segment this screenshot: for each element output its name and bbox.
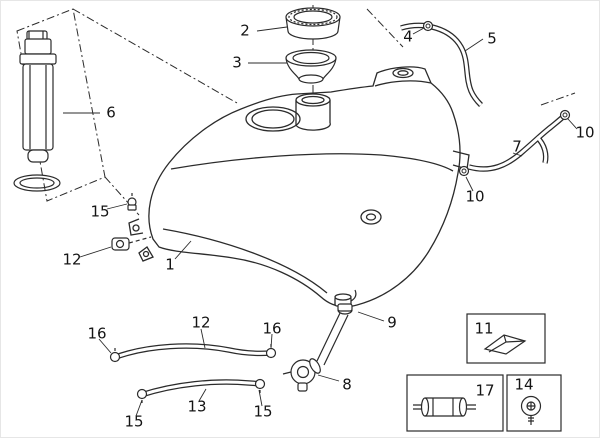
hose-5-art	[400, 20, 483, 107]
inset-boxes-art	[406, 313, 562, 432]
rubber-mount-12-art	[111, 237, 130, 251]
part-label-4: 4	[403, 27, 413, 46]
part-label-15-a: 15	[90, 202, 110, 221]
part-label-9: 9	[387, 313, 397, 332]
part-label-6: 6	[106, 103, 116, 122]
small-fasteners-art	[111, 193, 152, 251]
clip-16-right-art	[265, 347, 277, 359]
part-label-8: 8	[342, 375, 352, 394]
part-label-15-c: 15	[253, 402, 273, 421]
part-label-10-a: 10	[575, 123, 595, 142]
clip-10-top-art	[559, 109, 571, 121]
clip-15-left-art	[136, 388, 148, 400]
part-label-10-b: 10	[465, 187, 485, 206]
part-label-15-b: 15	[124, 412, 144, 431]
lower-hoses-art	[109, 343, 277, 403]
screw-14-art	[520, 395, 542, 425]
part-label-14: 14	[514, 375, 534, 394]
hose-7-art	[458, 109, 571, 177]
part-label-13: 13	[187, 397, 207, 416]
fuel-tank-art	[128, 66, 470, 308]
part-label-1: 1	[165, 255, 175, 274]
part-label-7: 7	[512, 137, 522, 156]
part-label-12-b: 12	[191, 313, 211, 332]
part-label-2: 2	[240, 21, 250, 40]
clip-16-left-art	[109, 351, 121, 363]
leader-lines	[63, 26, 578, 417]
part-label-12-a: 12	[62, 250, 82, 269]
circlip-9-art	[350, 289, 357, 302]
filler-funnel-art	[285, 49, 337, 84]
part-label-11: 11	[474, 319, 494, 338]
part-label-3: 3	[232, 53, 242, 72]
clip-15-right-art	[254, 378, 266, 390]
part-label-5: 5	[487, 29, 497, 48]
fuel-pump-art	[13, 30, 61, 192]
construction-lines	[16, 5, 576, 216]
part-label-16-b: 16	[262, 319, 282, 338]
fuel-tap-art	[282, 289, 357, 392]
fuel-filter-17-art	[413, 397, 476, 417]
clamp-4-art	[422, 20, 434, 32]
part-label-17: 17	[475, 381, 495, 400]
inset-box-11	[466, 313, 546, 364]
part-label-16-a: 16	[87, 324, 107, 343]
inset-box-17	[406, 374, 504, 432]
clip-10-mid-art	[458, 165, 470, 177]
fuel-cap-art	[285, 7, 341, 40]
